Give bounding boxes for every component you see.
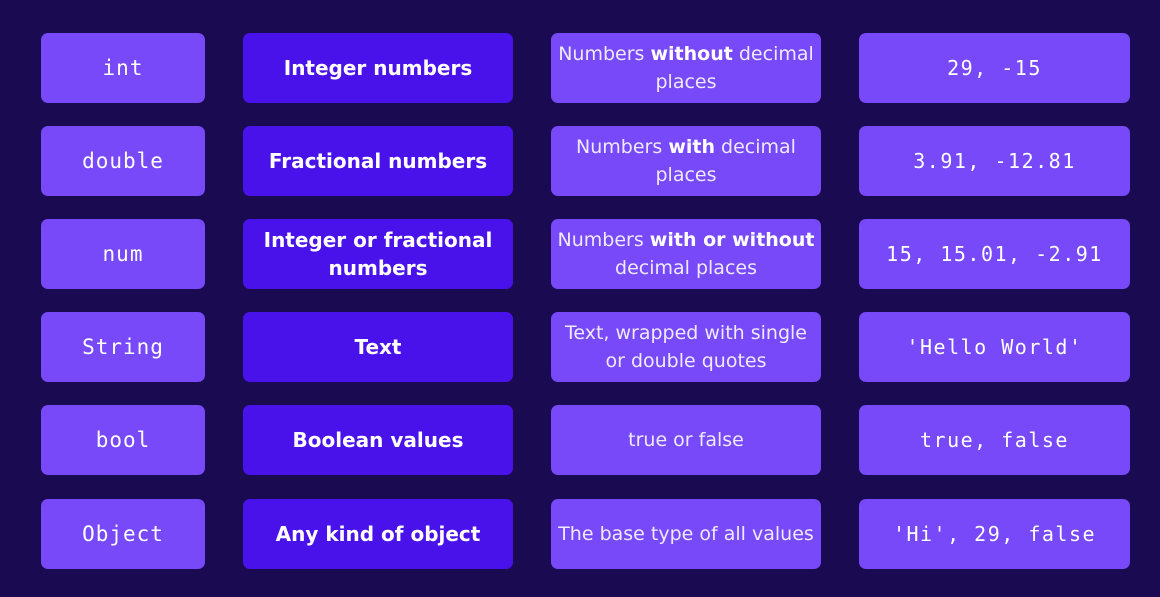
example-cell: true, false: [859, 405, 1130, 475]
type-cell: Object: [41, 499, 205, 569]
example-cell: 29, -15: [859, 33, 1130, 103]
type-cell: bool: [41, 405, 205, 475]
table-row-bool: bool Boolean values true or false true, …: [0, 405, 1160, 475]
table-row-double: double Fractional numbers Numbers with d…: [0, 126, 1160, 196]
example-cell: 'Hello World': [859, 312, 1130, 382]
description-text: Numbers without decimal places: [558, 43, 814, 93]
description-cell: The base type of all values: [551, 499, 821, 569]
type-cell: double: [41, 126, 205, 196]
description-text: Numbers with decimal places: [576, 136, 796, 186]
description-cell: true or false: [551, 405, 821, 475]
name-cell: Boolean values: [243, 405, 513, 475]
name-cell: Integer or fractional numbers: [243, 219, 513, 289]
description-cell: Numbers with or without decimal places: [551, 219, 821, 289]
description-cell: Numbers with decimal places: [551, 126, 821, 196]
description-text: Numbers with or without decimal places: [557, 229, 815, 279]
description-text: true or false: [628, 429, 744, 451]
table-row-num: num Integer or fractional numbers Number…: [0, 219, 1160, 289]
description-text: Text, wrapped with single or double quot…: [564, 322, 807, 372]
example-cell: 'Hi', 29, false: [859, 499, 1130, 569]
example-cell: 15, 15.01, -2.91: [859, 219, 1130, 289]
description-cell: Numbers without decimal places: [551, 33, 821, 103]
name-cell: Fractional numbers: [243, 126, 513, 196]
type-cell: String: [41, 312, 205, 382]
name-cell: Integer numbers: [243, 33, 513, 103]
description-cell: Text, wrapped with single or double quot…: [551, 312, 821, 382]
name-cell: Text: [243, 312, 513, 382]
type-cell: num: [41, 219, 205, 289]
table-row-string: String Text Text, wrapped with single or…: [0, 312, 1160, 382]
name-cell: Any kind of object: [243, 499, 513, 569]
type-cell: int: [41, 33, 205, 103]
table-row-object: Object Any kind of object The base type …: [0, 499, 1160, 569]
example-cell: 3.91, -12.81: [859, 126, 1130, 196]
description-text: The base type of all values: [558, 523, 814, 545]
table-row-int: int Integer numbers Numbers without deci…: [0, 33, 1160, 103]
